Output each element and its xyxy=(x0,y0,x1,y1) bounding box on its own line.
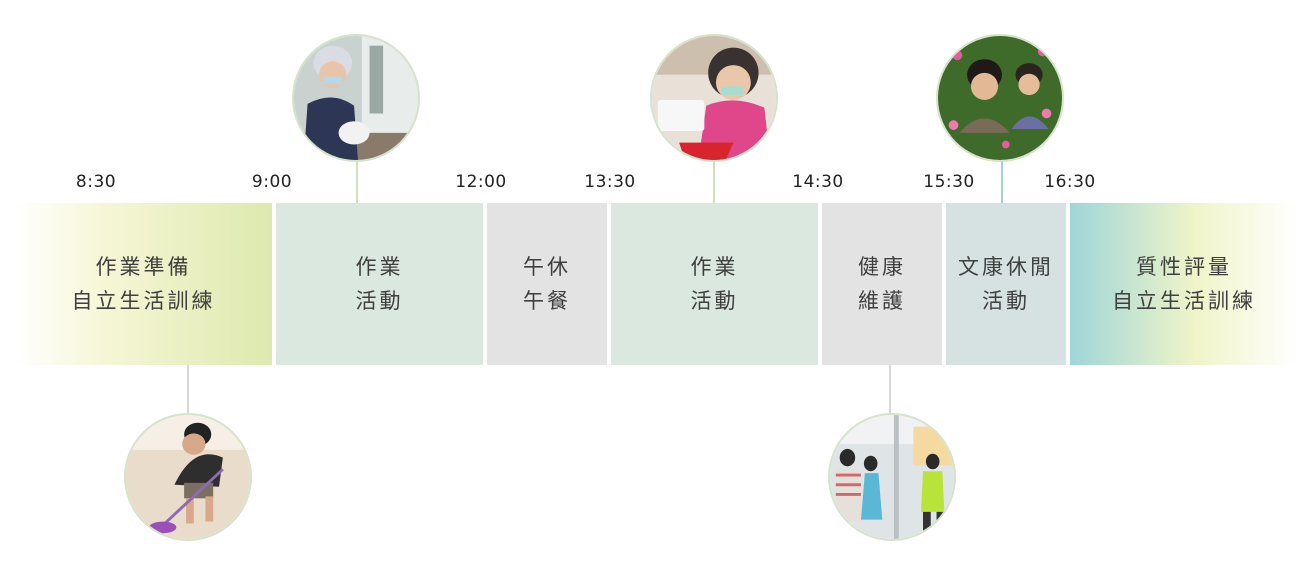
connector-stem xyxy=(187,365,189,415)
block-subtitle: 午餐 xyxy=(523,289,571,313)
schedule-block-health: 健康 維護 xyxy=(822,203,942,365)
schedule-block-work-afternoon: 作業 活動 xyxy=(611,203,818,365)
photo-pouring-liquid-icon xyxy=(650,34,778,162)
time-label-1330: 13:30 xyxy=(584,172,636,192)
block-subtitle: 活動 xyxy=(690,289,739,313)
time-label-1630: 16:30 xyxy=(1044,172,1096,192)
connector-stem xyxy=(1001,160,1003,203)
time-label-1530: 15:30 xyxy=(923,172,975,192)
connector-stem xyxy=(356,160,358,203)
block-subtitle: 自立生活訓練 xyxy=(71,289,216,313)
connector-stem xyxy=(713,160,715,203)
schedule-block-evaluation: 質性評量 自立生活訓練 xyxy=(1070,203,1298,365)
block-subtitle: 活動 xyxy=(355,289,404,313)
schedule-block-prep: 作業準備 自立生活訓練 xyxy=(15,203,272,365)
block-title: 午休 xyxy=(523,255,571,279)
block-title: 質性評量 xyxy=(1136,255,1232,279)
block-title: 作業準備 xyxy=(95,255,192,279)
photo-mopping-floor-icon xyxy=(124,413,252,541)
time-label-1430: 14:30 xyxy=(792,172,844,192)
photo-group-exercise-icon xyxy=(828,413,956,541)
connector-stem xyxy=(889,365,891,415)
time-label-0900: 9:00 xyxy=(251,172,293,192)
block-title: 健康 xyxy=(858,255,906,279)
block-title: 作業 xyxy=(355,255,404,279)
block-subtitle: 活動 xyxy=(982,289,1030,313)
block-title: 作業 xyxy=(690,255,739,279)
block-subtitle: 自立生活訓練 xyxy=(1112,289,1256,313)
photo-worker-hairnet-icon xyxy=(292,34,420,162)
schedule-block-leisure: 文康休閒 活動 xyxy=(946,203,1066,365)
schedule-block-work-morning: 作業 活動 xyxy=(276,203,483,365)
time-label-0830: 8:30 xyxy=(75,172,117,192)
schedule-block-lunch: 午休 午餐 xyxy=(487,203,607,365)
block-title: 文康休閒 xyxy=(958,255,1054,279)
time-label-1200: 12:00 xyxy=(455,172,507,192)
block-subtitle: 維護 xyxy=(858,289,906,313)
photo-flower-field-icon xyxy=(936,34,1064,162)
